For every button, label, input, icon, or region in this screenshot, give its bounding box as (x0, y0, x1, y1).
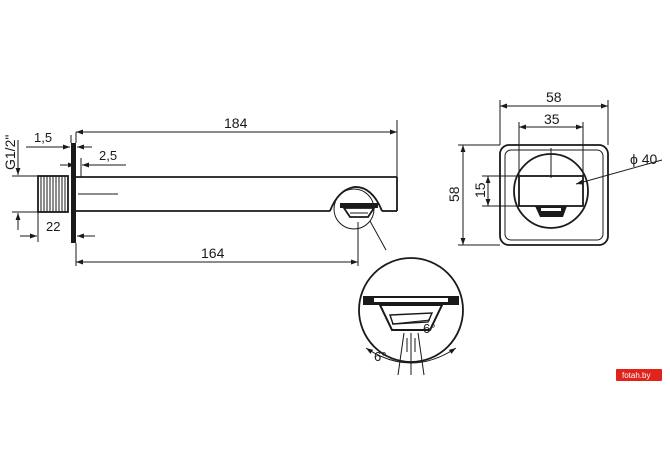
detail-leader (369, 220, 387, 251)
dim-circle-diameter-label: ϕ 40 (630, 151, 658, 167)
dim-inner-height: 15 (472, 175, 519, 207)
watermark-label: fotah.by (622, 371, 650, 380)
wall-flange (71, 143, 76, 243)
dim-flange-label: 1,5 (34, 130, 52, 145)
front-aerator (535, 206, 567, 217)
front-spout-section (518, 175, 584, 207)
dim-total-length-label: 184 (224, 115, 248, 131)
angle-arc (365, 347, 457, 364)
detail-aerator-body (378, 304, 444, 331)
dim-inner-width: 35 (518, 111, 584, 176)
angle-left-label: 6° (374, 349, 386, 364)
watermark: fotah.by (616, 369, 662, 381)
dim-thread-length-label: 22 (46, 219, 60, 234)
aerator (340, 203, 378, 218)
spray-lines (397, 332, 425, 376)
dim-inner-height-label: 15 (472, 182, 488, 198)
thread-hatch (40, 176, 66, 212)
thread-size-label: G1/2" (2, 135, 18, 170)
dim-flange: 1,5 (26, 130, 92, 150)
dim-step: 2,5 (60, 148, 126, 177)
dim-circle-diameter: ϕ 40 (575, 151, 663, 185)
watermark-badge (616, 369, 662, 381)
angle-right-label: 6° (423, 321, 435, 336)
dim-total-length: 184 (75, 115, 398, 177)
dim-step-label: 2,5 (99, 148, 117, 163)
detail-marker-circle (333, 188, 375, 230)
dim-inner-length-label: 164 (201, 245, 225, 261)
dim-thread-size: G1/2" (2, 135, 38, 230)
front-view: 58 35 58 15 ϕ 40 (446, 89, 663, 246)
dim-thread-length: 22 (20, 212, 95, 242)
dim-inner-width-label: 35 (544, 111, 560, 127)
dim-outer-height: 58 (446, 144, 500, 246)
front-inner-plate (504, 149, 604, 241)
detail-view: 6° 6° (358, 257, 464, 376)
dim-outer-width-label: 58 (546, 89, 562, 105)
dim-outer-width: 58 (499, 89, 609, 145)
side-view: 184 164 1,5 2,5 22 (2, 115, 398, 266)
dim-inner-length: 164 (75, 222, 359, 266)
front-outer-plate (499, 144, 609, 246)
dim-outer-height-label: 58 (446, 186, 462, 202)
spout-body (76, 176, 398, 212)
